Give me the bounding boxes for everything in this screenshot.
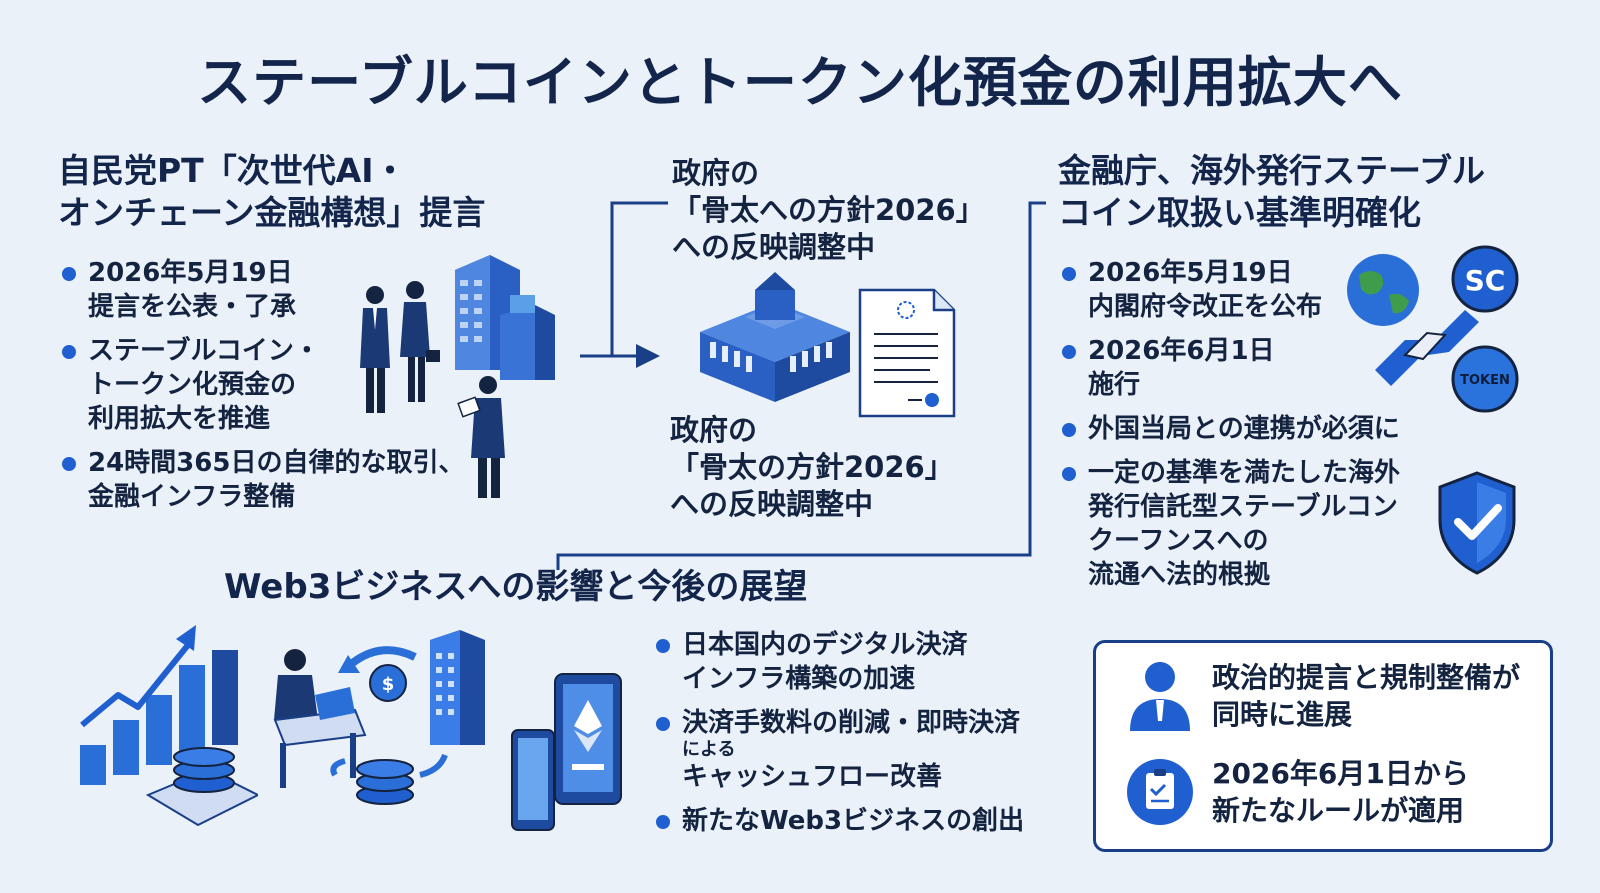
coin-sc-label: SC xyxy=(1465,264,1506,297)
right-bullet-3: 外国当局との連携が必須に xyxy=(1058,412,1458,446)
right-heading-line1: 金融庁、海外発行ステーブル xyxy=(1058,151,1486,190)
bottom-bullet-3: 新たなWeb3ビジネスの創出 xyxy=(652,804,1072,838)
middle-text-top: 政府の 「骨太への方針2026」 への反映調整中 xyxy=(672,156,985,264)
bottom-heading: Web3ビジネスへの影響と今後の展望 xyxy=(224,567,808,607)
right-heading-line2: コイン取扱い基準明確化 xyxy=(1058,193,1421,232)
left-heading: 自民党PT「次世代AI・ オンチェーン金融構想」提言 xyxy=(58,150,485,234)
summary-row-1: 政治的提言と規制整備が 同時に進展 xyxy=(1126,659,1520,733)
summary-text-1: 政治的提言と規制整備が 同時に進展 xyxy=(1212,661,1521,731)
right-bullet-4: 一定の基準を満たした海外 発行信託型ステーブルコン クーフンスへの 流通へ法的根… xyxy=(1058,456,1458,592)
right-bullet-list: 2026年5月19日 内閣府令改正を公布 2026年6月1日 施行 外国当局との… xyxy=(1058,256,1458,602)
bottom-bullet-list: 日本国内のデジタル決済 インフラ構築の加速 決済手数料の削減・即時決済 による … xyxy=(652,628,1072,848)
left-bullet-2: ステーブルコイン・ トークン化預金の 利用拡大を推進 xyxy=(58,334,538,436)
right-bullet-1: 2026年5月19日 内閣府令改正を公布 xyxy=(1058,256,1458,324)
bottom-bullet-2-tail: キャッシュフロー改善 xyxy=(682,762,943,792)
bottom-bullet-2-main: 決済手数料の削減・即時決済 xyxy=(682,708,1021,738)
summary-text-2: 2026年6月1日から 新たなルールが適用 xyxy=(1212,757,1469,827)
summary-row-2: 2026年6月1日から 新たなルールが適用 xyxy=(1126,755,1469,829)
left-heading-line1: 自民党PT「次世代AI・ xyxy=(58,151,407,190)
desk-worker-icon: $ xyxy=(273,630,485,805)
middle-text-bottom: 政府の 「骨太の方針2026」 への反映調整中 xyxy=(670,413,954,521)
business-people-icon xyxy=(360,255,555,498)
bottom-bullet-1: 日本国内のデジタル決済 インフラ構築の加速 xyxy=(652,628,1072,696)
smartphone-icon xyxy=(511,673,622,831)
government-building-icon xyxy=(700,272,850,402)
right-bullet-2: 2026年6月1日 施行 xyxy=(1058,334,1458,402)
left-bullet-3: 24時間365日の自律的な取引、 金融インフラ整備 xyxy=(58,446,538,514)
summary-box: 政治的提言と規制整備が 同時に進展 2026年6月1日から 新たなルールが適用 xyxy=(1093,640,1553,852)
growth-chart-icon xyxy=(80,625,258,827)
shield-check-icon xyxy=(1438,471,1516,575)
right-heading: 金融庁、海外発行ステーブル コイン取扱い基準明確化 xyxy=(1058,150,1485,234)
coin-token-label: TOKEN xyxy=(1460,373,1510,388)
left-bullet-list: 2026年5月19日 提言を公表・了承 ステーブルコイン・ トークン化預金の 利… xyxy=(58,256,538,524)
svg-text:$: $ xyxy=(382,674,395,695)
page-title: ステーブルコインとトークン化預金の利用拡大へ xyxy=(197,51,1403,114)
clipboard-check-icon xyxy=(1127,759,1193,825)
person-icon xyxy=(1130,662,1190,731)
document-icon xyxy=(858,288,956,418)
bottom-bullet-2: 決済手数料の削減・即時決済 による キャッシュフロー改善 xyxy=(652,706,1072,794)
bottom-bullet-2-small: による xyxy=(682,739,736,760)
left-heading-line2: オンチェーン金融構想」提言 xyxy=(58,193,486,232)
left-bullet-1: 2026年5月19日 提言を公表・了承 xyxy=(58,256,538,324)
globe-coins-handshake-icon: SC TOKEN xyxy=(1347,245,1519,413)
